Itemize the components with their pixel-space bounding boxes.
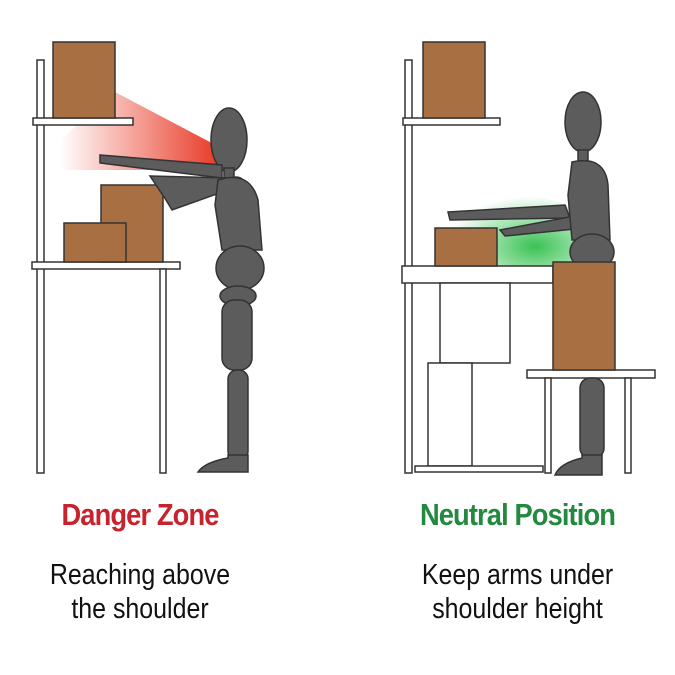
table-base [414, 465, 544, 473]
box-stack-front [63, 222, 127, 263]
stool-leg [544, 377, 552, 474]
mannequin-reaching [99, 107, 265, 473]
table-top [31, 261, 181, 270]
upper-shelf [402, 117, 501, 126]
box-on-shelf [422, 41, 486, 119]
upper-shelf [32, 117, 134, 126]
box-on-table [434, 227, 498, 267]
box-on-stool [552, 261, 616, 371]
stool-leg [624, 377, 632, 474]
table-column-upper [439, 282, 511, 364]
danger-zone-scene [31, 41, 265, 474]
adjustable-table-top [401, 265, 554, 284]
neutral-position-title: Neutral Position [419, 497, 616, 532]
subtitle-line: shoulder height [432, 593, 603, 625]
table-leg [159, 268, 167, 474]
neutral-position-subtitle: Keep arms under shoulder height [382, 558, 653, 626]
mannequin-neutral [447, 91, 615, 271]
neutral-position-scene [401, 41, 656, 476]
stool-top [526, 369, 656, 379]
danger-zone-title: Danger Zone [61, 497, 219, 532]
table-column-lower [427, 362, 473, 467]
box-on-shelf [52, 41, 116, 119]
subtitle-line: Reaching above [49, 559, 231, 591]
subtitle-line: Keep arms under [421, 559, 614, 591]
danger-zone-subtitle: Reaching above the shoulder [20, 558, 261, 626]
subtitle-line: the shoulder [71, 593, 209, 625]
mannequin-legs [553, 377, 605, 476]
